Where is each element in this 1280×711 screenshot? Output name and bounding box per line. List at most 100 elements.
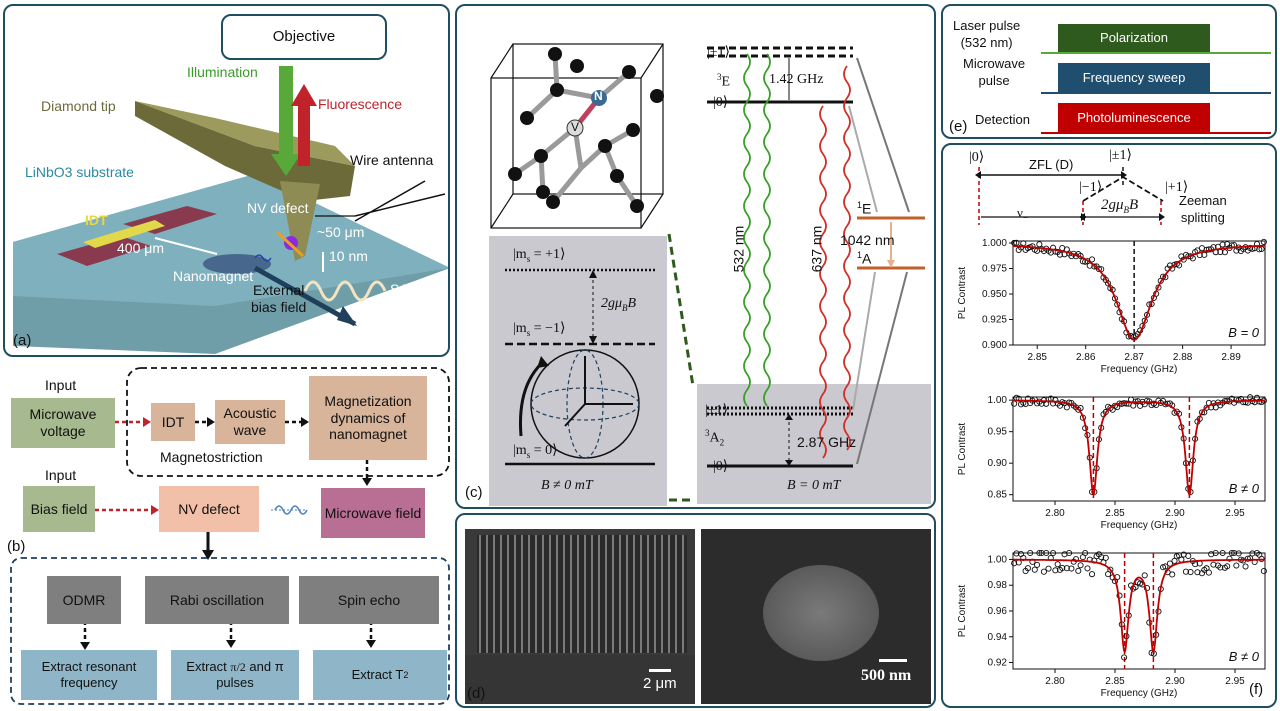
input-label-2: Input xyxy=(45,467,77,483)
idt-box: IDT xyxy=(151,403,195,441)
rabi-box: Rabi oscillation xyxy=(145,576,289,624)
data-point xyxy=(1011,400,1018,407)
extract-t2-text: Extract T xyxy=(351,667,404,683)
microwave-field-box: Microwave field xyxy=(321,488,425,538)
zeeman-label: Zeeman splitting xyxy=(1179,193,1227,225)
plot-frame xyxy=(1012,240,1266,346)
data-point xyxy=(1166,560,1173,567)
data-point xyxy=(1176,262,1183,269)
x-tick-label: 2.86 xyxy=(1076,352,1096,363)
data-point xyxy=(1063,404,1070,411)
data-point xyxy=(1143,585,1151,592)
field-annotation: B ≠ 0 xyxy=(1229,481,1260,496)
data-point xyxy=(1105,280,1112,287)
x-axis-label: Frequency (GHz) xyxy=(1101,364,1178,375)
data-point xyxy=(1056,251,1064,258)
ketpm1-label: |±1⟩ xyxy=(1109,148,1132,163)
data-point xyxy=(1095,266,1102,273)
diamond-tip-label: Diamond tip xyxy=(41,98,116,114)
plot-frame xyxy=(1012,396,1266,502)
microwave-baseline xyxy=(1041,92,1271,94)
data-point xyxy=(1169,571,1176,578)
data-point xyxy=(1098,554,1105,561)
y-tick-label: 0.90 xyxy=(988,458,1008,469)
polarization-pulse: Polarization xyxy=(1058,24,1210,52)
ms-p1-ket: |m xyxy=(513,247,527,262)
nv-defect-label: NV defect xyxy=(247,200,309,216)
x-tick-label: 2.95 xyxy=(1225,508,1245,519)
panel-c-label: (c) xyxy=(465,484,483,501)
level-3a2: 3A2 xyxy=(705,428,724,447)
data-point xyxy=(1121,654,1128,661)
extract-pulses-text-c: pulses xyxy=(216,675,254,690)
y-tick-label: 0.85 xyxy=(988,490,1008,501)
data-point xyxy=(1043,549,1050,557)
data-point xyxy=(1224,563,1231,570)
y-tick-label: 1.000 xyxy=(982,238,1007,249)
data-point xyxy=(1072,556,1080,563)
data-point xyxy=(1198,409,1206,416)
extract-freq-box: Extract resonant frequency xyxy=(21,650,157,700)
odmr-box: ODMR xyxy=(47,576,121,624)
x-tick-label: 2.80 xyxy=(1045,676,1065,687)
level-1a-text: A xyxy=(862,250,872,267)
split-label-f: 2gμBB xyxy=(1101,197,1138,215)
nu-minus-label: ν− xyxy=(1017,205,1028,223)
detection-label: Detection xyxy=(975,112,1030,127)
data-point xyxy=(1242,399,1249,406)
data-point xyxy=(1063,565,1070,572)
x-tick-label: 2.95 xyxy=(1225,676,1245,687)
panel-d: 2 μm 500 nm (d) xyxy=(455,513,936,708)
nm-637-label: 637 nm xyxy=(808,225,825,273)
fit-curve xyxy=(1013,558,1265,656)
y-tick-label: 0.950 xyxy=(982,289,1007,300)
data-point xyxy=(1011,560,1018,567)
y-axis-label: PL Contrast xyxy=(957,585,968,638)
x-tick-label: 2.80 xyxy=(1045,508,1065,519)
saw-label: SAW xyxy=(390,281,422,297)
data-point xyxy=(1226,555,1233,562)
panel-c: N V |±1⟩ 3E 1.42 GHz |0⟩ 532 nm 637 nm 1… xyxy=(455,4,936,509)
zfl-label: ZFL (D) xyxy=(1029,157,1074,172)
x-tick-label: 2.87 xyxy=(1124,352,1144,363)
data-point xyxy=(1036,241,1043,248)
panel-b: Input Microwave voltage IDT Acoustic wav… xyxy=(3,362,453,708)
data-point xyxy=(1088,571,1096,578)
pi-half-fraction: π/2 xyxy=(230,660,246,675)
level-3a2-sup: 3 xyxy=(705,428,710,438)
panel-a: Objective Illumination Fluorescence Diam… xyxy=(3,4,450,357)
data-point xyxy=(1217,564,1224,571)
dist-10-label: 10 nm xyxy=(329,248,368,264)
field-annotation: B ≠ 0 xyxy=(1229,649,1260,664)
substrate-label: LiNbO3 substrate xyxy=(25,164,134,180)
data-point xyxy=(1233,562,1240,569)
level-3e-sup: 3 xyxy=(717,72,722,82)
level-1e: 1E xyxy=(857,200,871,217)
split-label-c: 2gμBB xyxy=(601,296,636,313)
data-point xyxy=(1210,561,1217,568)
freq-sweep-pulse: Frequency sweep xyxy=(1058,63,1210,92)
scale-bar-1: 2 μm xyxy=(643,675,677,692)
ms-sub-1: s xyxy=(526,253,531,264)
ketp1-label: |+1⟩ xyxy=(1165,180,1189,195)
data-point xyxy=(1013,550,1020,557)
data-point xyxy=(1205,569,1212,576)
atom-n-label: N xyxy=(594,89,603,103)
laser-label: Laser pulse (532 nm) xyxy=(953,18,1021,50)
ms-m1-ket: |m xyxy=(513,321,527,336)
y-tick-label: 0.98 xyxy=(988,580,1008,591)
zeeman-schematic xyxy=(975,167,1165,225)
y-axis-label: PL Contrast xyxy=(957,423,968,476)
data-point xyxy=(1219,241,1226,248)
level-3a2-text: A xyxy=(709,430,720,446)
data-point xyxy=(1231,549,1238,557)
data-point xyxy=(1050,549,1057,557)
data-point xyxy=(1141,572,1148,579)
split-f-sub: B xyxy=(1123,205,1130,215)
x-tick-label: 2.90 xyxy=(1165,676,1185,687)
wire-antenna-label: Wire antenna xyxy=(350,152,434,168)
magnetization-box: Magnetization dynamics of nanomagnet xyxy=(309,376,427,460)
